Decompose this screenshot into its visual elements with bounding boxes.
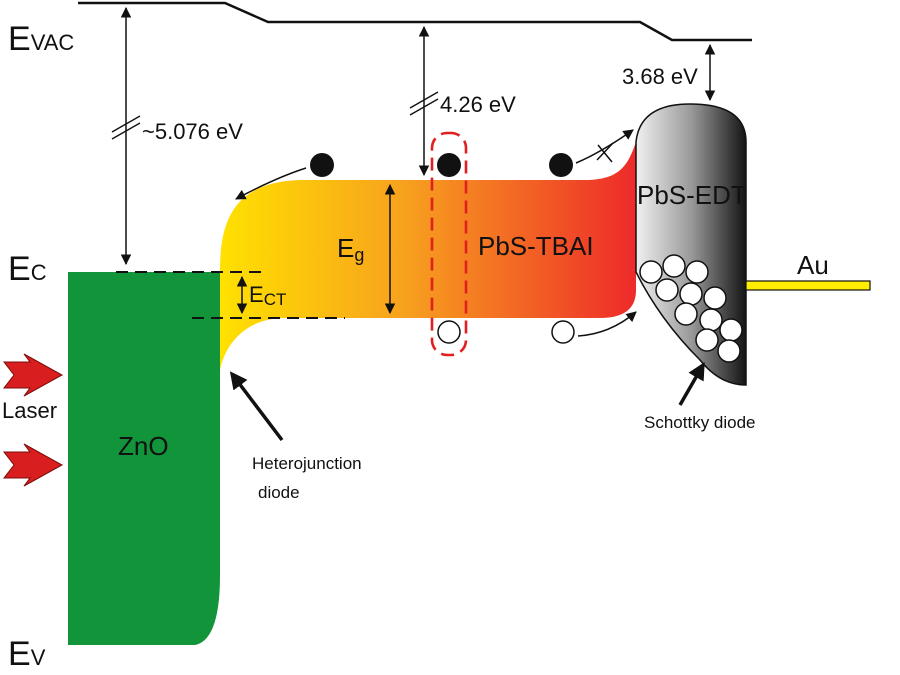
- ev-label: EV: [8, 635, 46, 673]
- break-mark-tbai: [409, 91, 439, 116]
- heterojunction-label: Heterojunction: [252, 454, 362, 473]
- break-mark-zno: [111, 115, 141, 140]
- hole-transfer-arrow: [577, 311, 637, 337]
- laser-arrow-top: [2, 353, 64, 397]
- zno-block: [68, 272, 220, 645]
- electron-transfer-arrow: [235, 167, 307, 200]
- au-label: Au: [797, 250, 829, 280]
- zno-energy-value: ~5.076 eV: [142, 119, 243, 144]
- eg-label: Eg: [337, 233, 364, 265]
- edt-energy-value: 3.68 eV: [622, 64, 698, 89]
- blocked-electron-arrow: [575, 129, 634, 164]
- pbs-tbai-band: [220, 142, 636, 370]
- vacuum-level-line: [78, 1, 752, 42]
- zno-label: ZnO: [118, 431, 169, 461]
- blocked-cross-mark: [596, 142, 614, 163]
- electron: [437, 153, 461, 177]
- heterojunction-pointer-arrow: [229, 371, 284, 442]
- schottky-pointer-arrow: [678, 361, 705, 406]
- schottky-hole-cluster: [639, 254, 743, 363]
- laser-arrow-bottom: [2, 443, 64, 487]
- evac-label: EVAC: [8, 20, 74, 58]
- pbs-edt-label: PbS-EDT: [637, 180, 747, 210]
- ect-label: ECT: [249, 282, 286, 309]
- red-dashed-box: [430, 131, 468, 357]
- heterojunction-label-line2: diode: [258, 483, 300, 502]
- tbai-energy-value: 4.26 eV: [440, 92, 516, 117]
- ec-label: EC: [8, 250, 47, 288]
- schottky-label: Schottky diode: [644, 413, 756, 432]
- pbs-tbai-label: PbS-TBAI: [478, 231, 594, 261]
- hole: [437, 320, 461, 344]
- laser-label: Laser: [2, 398, 57, 423]
- au-contact: [745, 280, 871, 291]
- electron: [549, 153, 573, 177]
- electron: [310, 153, 334, 177]
- hole: [551, 320, 575, 344]
